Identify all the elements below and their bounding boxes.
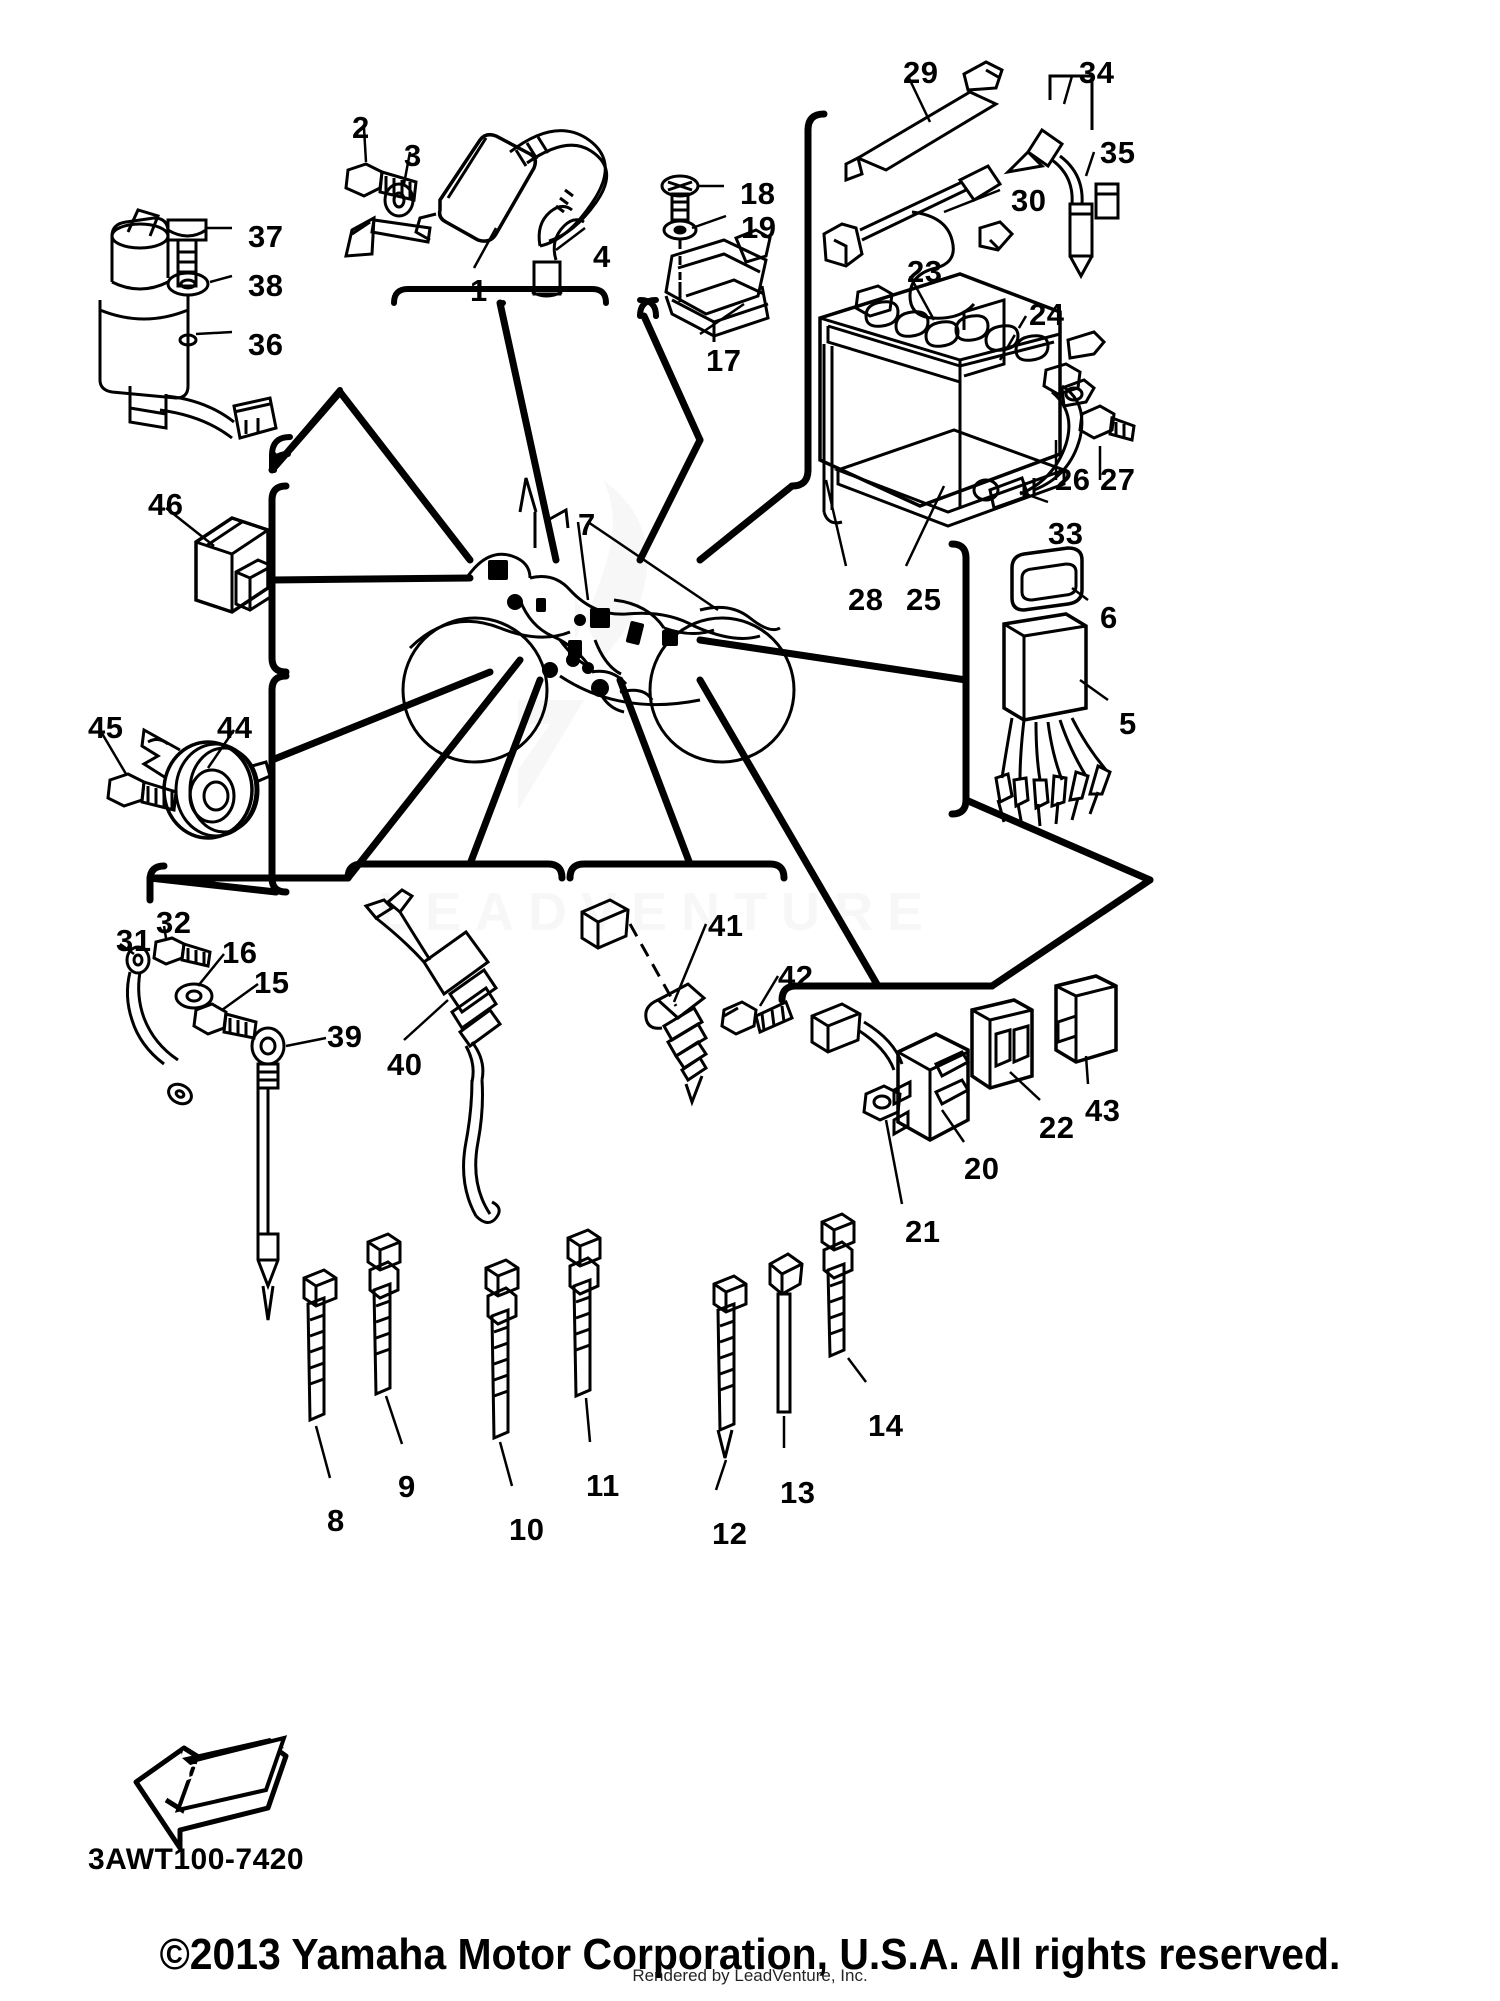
battery-group	[818, 272, 1136, 528]
callout-number-4[interactable]: 4	[593, 239, 611, 274]
callout-number-29[interactable]: 29	[903, 55, 939, 90]
battery-lead-group	[822, 60, 1120, 320]
callout-40-leader	[403, 999, 449, 1041]
callout-number-18[interactable]: 18	[740, 176, 776, 211]
callout-number-13[interactable]: 13	[780, 1475, 816, 1510]
callout-leaders-23-28	[824, 275, 1102, 567]
diagram-part-number: 3AWT100-7420	[88, 1843, 305, 1876]
callout-number-6[interactable]: 6	[1100, 600, 1118, 635]
callout-number-23[interactable]: 23	[907, 254, 943, 289]
callout-number-37[interactable]: 37	[248, 219, 284, 254]
plastic-band-11	[566, 1228, 602, 1399]
callout-number-40[interactable]: 40	[387, 1047, 423, 1082]
callout-number-32[interactable]: 32	[156, 905, 192, 940]
callout-number-8[interactable]: 8	[327, 1503, 345, 1538]
callout-number-19[interactable]: 19	[741, 210, 777, 245]
callout-number-44[interactable]: 44	[217, 710, 253, 745]
callout-leaders-1-4	[362, 127, 586, 269]
callout-leaders-5-6	[1071, 587, 1109, 702]
wire-harness-connectors	[488, 560, 678, 697]
rendered-by-notice: Rendered by LeadVenture, Inc.	[632, 1966, 868, 1985]
starter-lead-group	[98, 208, 278, 440]
callout-number-25[interactable]: 25	[906, 582, 942, 617]
callout-number-39[interactable]: 39	[327, 1019, 363, 1054]
starter-relay-fuse-group	[810, 974, 1118, 1142]
callout-leaders-29-35	[906, 75, 1096, 214]
svg-text:LEADVENTURE: LEADVENTURE	[378, 882, 937, 942]
callout-number-30[interactable]: 30	[1011, 183, 1047, 218]
regulator-group	[994, 546, 1112, 827]
callout-number-22[interactable]: 22	[1039, 1110, 1075, 1145]
callout-number-3[interactable]: 3	[404, 138, 422, 173]
callout-number-46[interactable]: 46	[148, 487, 184, 522]
callout-leaders-44-45	[98, 729, 236, 775]
spark-plug-group	[363, 888, 503, 1224]
callout-number-20[interactable]: 20	[964, 1151, 1000, 1186]
plastic-bands-group	[302, 1212, 856, 1459]
callout-number-16[interactable]: 16	[222, 935, 258, 970]
callout-number-41[interactable]: 41	[708, 908, 744, 943]
callout-number-9[interactable]: 9	[398, 1469, 416, 1504]
callout-number-27[interactable]: 27	[1100, 462, 1136, 497]
callout-number-21[interactable]: 21	[905, 1214, 941, 1249]
callout-number-10[interactable]: 10	[509, 1512, 545, 1547]
callout-number-31[interactable]: 31	[116, 923, 152, 958]
callout-number-5[interactable]: 5	[1119, 706, 1137, 741]
bottomleft-hardware-group	[125, 936, 286, 1321]
plastic-band-12	[712, 1274, 748, 1459]
callout-number-1[interactable]: 1	[470, 273, 488, 308]
callout-number-7[interactable]: 7	[578, 507, 596, 542]
callout-leaders-20-43	[884, 1055, 1090, 1205]
callout-number-38[interactable]: 38	[248, 268, 284, 303]
plastic-band-10	[484, 1258, 520, 1441]
wire-harness-assembly	[401, 477, 796, 764]
plastic-band-9	[366, 1232, 402, 1397]
copyright-notice: ©2013 Yamaha Motor Corporation, U.S.A. A…	[159, 1930, 1341, 1979]
cdi-bracket-group	[660, 174, 772, 342]
thermo-switch-group	[580, 898, 794, 1107]
callout-number-12[interactable]: 12	[712, 1516, 748, 1551]
callout-number-28[interactable]: 28	[848, 582, 884, 617]
callout-number-14[interactable]: 14	[868, 1408, 904, 1443]
callout-number-34[interactable]: 34	[1079, 55, 1115, 90]
callout-leaders-bands	[314, 1357, 867, 1491]
callout-46-leader	[165, 507, 215, 547]
callout-leaders-17-19	[691, 184, 745, 336]
callout-number-11[interactable]: 11	[586, 1468, 620, 1503]
callout-7-leader	[576, 520, 719, 612]
ignition-coil-group	[344, 129, 609, 298]
callout-leaders-bottomleft	[119, 925, 327, 1048]
callout-number-33[interactable]: 33	[1048, 516, 1084, 551]
group-bracket-lines	[146, 110, 1154, 1004]
callout-number-2[interactable]: 2	[352, 110, 370, 145]
callout-number-15[interactable]: 15	[254, 965, 290, 1000]
plastic-band-14	[820, 1212, 856, 1359]
callout-leaders-41-42	[672, 923, 780, 1007]
plastic-band-8	[302, 1268, 338, 1423]
callout-leaders-36-38	[195, 226, 233, 336]
fwd-arrow	[133, 1735, 289, 1851]
callout-number-17[interactable]: 17	[706, 343, 742, 378]
callout-number-36[interactable]: 36	[248, 327, 284, 362]
plastic-band-13	[768, 1252, 804, 1414]
callout-number-24[interactable]: 24	[1029, 297, 1065, 332]
horn-group	[106, 727, 272, 840]
callout-number-35[interactable]: 35	[1100, 135, 1136, 170]
callout-number-43[interactable]: 43	[1085, 1093, 1121, 1128]
relay-46-group	[194, 516, 274, 614]
callout-number-45[interactable]: 45	[88, 710, 124, 745]
callout-number-26[interactable]: 26	[1055, 462, 1091, 497]
callout-number-42[interactable]: 42	[778, 959, 814, 994]
